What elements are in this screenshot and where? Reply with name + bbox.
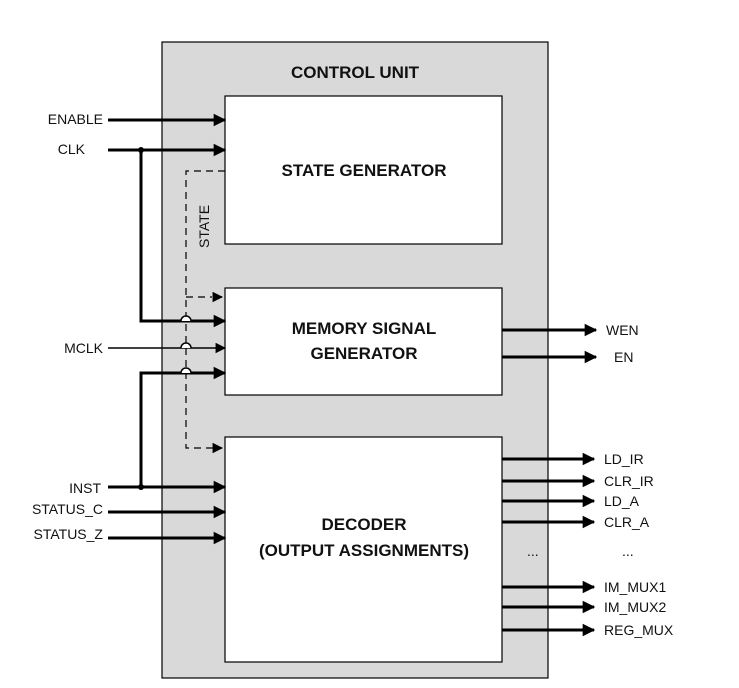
output-ellipsis-outer: ... [622,543,634,559]
state-label: STATE [196,205,212,248]
decoder-block [224,436,503,663]
inst-branch-line [139,366,227,487]
status-c-label: STATUS_C [32,501,103,517]
enable-label: ENABLE [48,111,103,127]
clk-branch-line [139,150,227,328]
inst-label: INST [69,480,101,496]
status-z-label: STATUS_Z [34,526,104,542]
decoder-label-line2: (OUTPUT ASSIGNMENTS) [259,541,469,560]
reg-mux-label: REG_MUX [604,622,674,638]
clr-a-label: CLR_A [604,514,650,530]
clr-ir-label: CLR_IR [604,473,654,489]
output-ellipsis-inner: ... [527,543,539,559]
crossover-hop-mclk [180,342,192,349]
state-bus-line [185,170,225,449]
memory-signal-generator-block [224,287,503,396]
state-generator-label: STATE GENERATOR [282,161,447,180]
ld-ir-label: LD_IR [604,451,644,467]
clk-label: CLK [58,141,86,157]
en-label: EN [614,349,633,365]
im-mux1-label: IM_MUX1 [604,579,666,595]
memory-signal-generator-label-line1: MEMORY SIGNAL [292,319,437,338]
crossover-hop-clk [180,315,192,322]
wen-label: WEN [606,322,639,338]
state-generator-block [224,95,503,245]
crossover-hop-inst [180,367,192,374]
mclk-label: MCLK [64,340,104,356]
control-unit-title: CONTROL UNIT [291,63,420,82]
decoder-label-line1: DECODER [321,515,406,534]
im-mux2-label: IM_MUX2 [604,599,666,615]
memory-signal-generator-label-line2: GENERATOR [310,344,417,363]
ld-a-label: LD_A [604,493,640,509]
